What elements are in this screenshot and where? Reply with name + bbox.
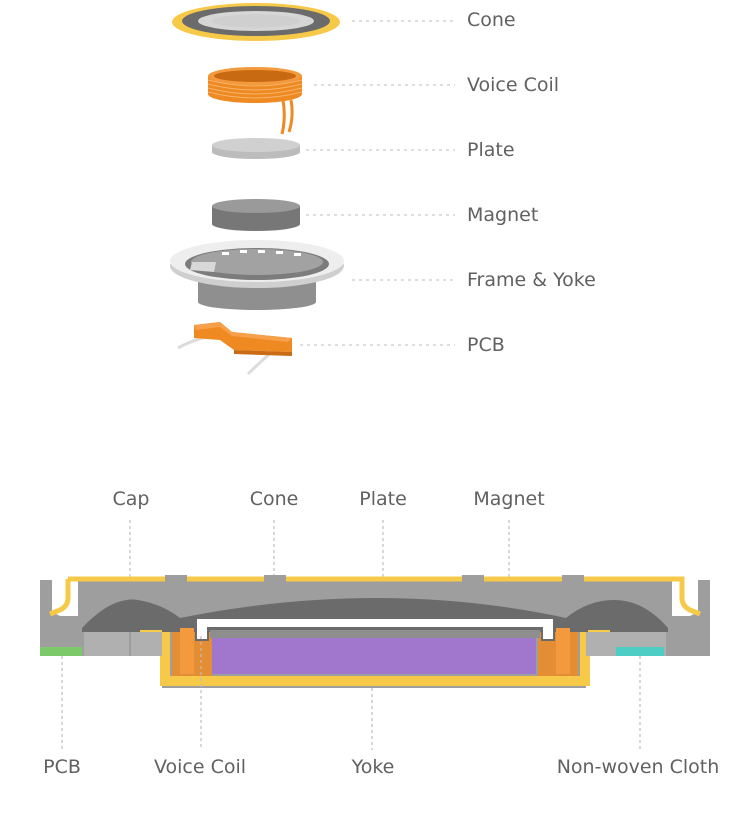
plate-section xyxy=(195,617,555,641)
non-woven-cloth-section xyxy=(616,647,664,656)
pcb-section xyxy=(40,647,82,656)
label-plate: Plate xyxy=(467,139,515,161)
label-magnet-section: Magnet xyxy=(473,488,545,510)
cross-section-bottom-leaders xyxy=(61,636,641,750)
exploded-leader-lines xyxy=(300,20,455,346)
cap-part xyxy=(68,576,701,617)
label-magnet: Magnet xyxy=(467,204,539,226)
label-yoke-section: Yoke xyxy=(351,756,395,778)
voice-coil-part xyxy=(207,67,303,135)
pcb-part xyxy=(177,322,292,376)
exploded-view xyxy=(170,3,455,376)
magnet-part xyxy=(212,199,300,231)
label-plate-section: Plate xyxy=(359,488,407,510)
label-cone-section: Cone xyxy=(249,488,299,510)
frame-yoke-part xyxy=(170,240,344,310)
label-frame-yoke: Frame & Yoke xyxy=(467,269,596,291)
yoke-part xyxy=(160,632,590,686)
label-cap: Cap xyxy=(112,488,150,510)
label-pcb-section: PCB xyxy=(43,756,81,778)
plate-part xyxy=(212,138,300,159)
label-voice-coil-section: Voice Coil xyxy=(153,756,247,778)
label-non-woven-cloth: Non-woven Cloth xyxy=(556,756,720,778)
magnet-section xyxy=(212,638,536,674)
label-cone: Cone xyxy=(467,9,516,31)
cone-part xyxy=(172,3,340,41)
label-voice-coil: Voice Coil xyxy=(467,74,560,96)
label-pcb: PCB xyxy=(467,334,505,356)
cross-section xyxy=(40,520,710,750)
